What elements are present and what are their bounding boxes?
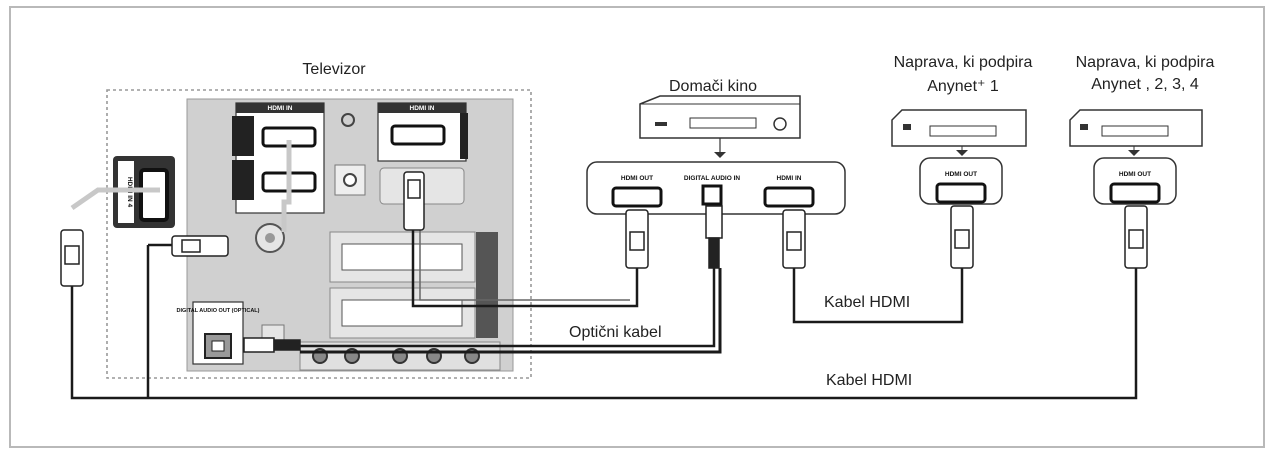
tv-digital-audio-label: DIGITAL AUDIO OUT (OPTICAL) (176, 308, 259, 314)
ht-hdmi-out-label: HDMI OUT (621, 175, 653, 182)
anynet-device-1 (891, 109, 1027, 205)
ht-hdmi-in-label: HDMI IN (777, 175, 802, 182)
tv-outline (106, 89, 532, 379)
device1-label-line1: Naprava, ki podpira (893, 54, 1033, 71)
anynet-device-2 (1069, 109, 1203, 205)
cable-tv-to-ht-hdmi (411, 230, 639, 308)
device2-label-line1: Naprava, ki podpira (1075, 54, 1215, 71)
hdmi-plugs (60, 171, 1148, 287)
cable-runs (70, 230, 1138, 400)
cable-optical (300, 268, 716, 348)
cable-ht-to-dev1 (792, 268, 964, 324)
cable-hdmi-label-2: Kabel HDMI (826, 372, 913, 389)
tv-hdmi-in-left-label: HDMI IN (268, 105, 293, 112)
ht-digital-audio-in-label: DIGITAL AUDIO IN (684, 175, 741, 182)
optical-plugs (243, 205, 723, 353)
cable-hdmi-label-1: Kabel HDMI (824, 294, 911, 311)
home-theater-label: Domači kino (668, 78, 758, 95)
tv-side-hdmi-panel (113, 156, 175, 228)
device2-label-line2: Anynet , 2, 3, 4 (1091, 76, 1199, 93)
device1-label-line2: Anynet⁺ 1 (927, 78, 999, 95)
dev1-hdmi-out-label: HDMI OUT (945, 171, 977, 178)
gray-cables (70, 140, 292, 232)
cable-optical-label: Optični kabel (569, 324, 662, 341)
tv-hdmi-in-right-label: HDMI IN (410, 105, 435, 112)
home-theater-box (639, 95, 801, 158)
dev2-hdmi-out-label: HDMI OUT (1119, 171, 1151, 178)
tv-back-panel (186, 98, 514, 372)
cable-tv-to-dev2 (70, 268, 1138, 400)
tv-label: Televizor (302, 61, 366, 78)
